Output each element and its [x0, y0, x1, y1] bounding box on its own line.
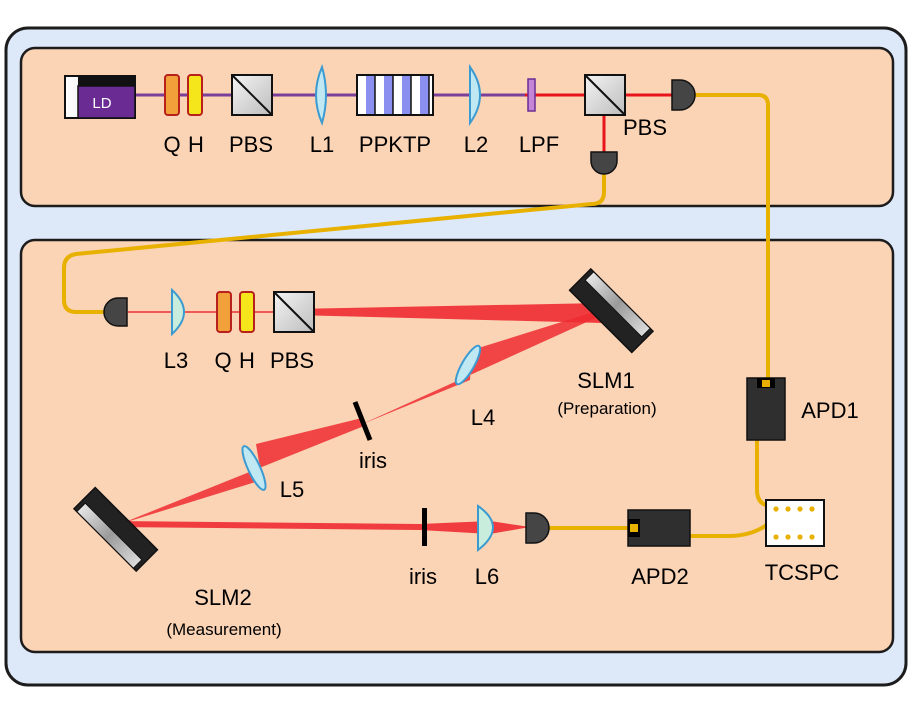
tcspc-module: [765, 499, 825, 547]
pbs-3: [273, 291, 315, 333]
slm1-mirror: [568, 267, 655, 354]
laser-diode: LD: [64, 75, 136, 119]
fiber-coupler-1: [671, 79, 696, 111]
label-ppktp: PPKTP: [359, 132, 431, 157]
label-h2: H: [239, 348, 255, 373]
label-l3: L3: [164, 348, 188, 373]
lens-l4: [454, 344, 482, 386]
label-pbs1: PBS: [229, 132, 273, 157]
lens-l2: [469, 63, 481, 127]
beam-slm1-iris: [360, 310, 600, 425]
pbs-2: [584, 74, 626, 116]
ld-label: LD: [92, 95, 111, 112]
slm2-mirror: [72, 486, 159, 573]
label-slm1: SLM1: [577, 368, 634, 393]
label-iris1: iris: [359, 448, 387, 473]
label-h1: H: [188, 132, 204, 157]
fiber-coupler-2: [590, 151, 618, 175]
source-panel: [19, 46, 895, 208]
lens-l6: [477, 504, 494, 553]
iris-1: [352, 401, 373, 441]
label-apd1: APD1: [801, 398, 858, 423]
label-l5: L5: [280, 477, 304, 502]
laser-top-bar: [78, 76, 135, 86]
label-q2: Q: [214, 348, 231, 373]
label-tcspc: TCSPC: [765, 560, 840, 585]
pbs-1: [231, 74, 273, 116]
label-slm1-sub: (Preparation): [557, 399, 656, 418]
lens-l3: [171, 287, 185, 337]
laser-body: [77, 85, 136, 119]
experiment-panel: [19, 238, 895, 654]
long-pass-filter: [527, 78, 536, 112]
quarter-wave-plate-1: [164, 74, 180, 116]
apd2-detector: [627, 509, 691, 547]
fiber-to-apd1: [692, 93, 770, 380]
lens-l1: [315, 64, 327, 126]
half-wave-plate-2: [239, 291, 255, 333]
label-iris2: iris: [409, 564, 437, 589]
beam-to-slm1: [294, 303, 602, 323]
label-l4: L4: [471, 405, 495, 430]
beam-iris-slm2: [120, 418, 364, 524]
ppktp-crystal: [356, 74, 434, 116]
label-l6: L6: [475, 564, 499, 589]
label-l2: L2: [464, 132, 488, 157]
label-pbs3: PBS: [270, 348, 314, 373]
label-slm2-sub: (Measurement): [166, 620, 281, 639]
quarter-wave-plate-2: [216, 291, 232, 333]
label-q1: Q: [163, 132, 180, 157]
beam-slm2-l6: [120, 521, 530, 534]
fiber-coupler-3: [103, 297, 128, 327]
label-pbs2: PBS: [623, 115, 667, 140]
label-lpf: LPF: [519, 132, 559, 157]
label-apd2: APD2: [631, 564, 688, 589]
fibers: [62, 93, 792, 538]
lens-l5: [241, 445, 267, 491]
fiber-coupler-4: [525, 512, 550, 544]
label-l1: L1: [310, 132, 334, 157]
label-slm2: SLM2: [194, 585, 251, 610]
apd1-detector: [746, 377, 786, 441]
iris-2: [422, 508, 427, 546]
fiber-to-coupler: [62, 174, 606, 314]
half-wave-plate-1: [187, 74, 203, 116]
